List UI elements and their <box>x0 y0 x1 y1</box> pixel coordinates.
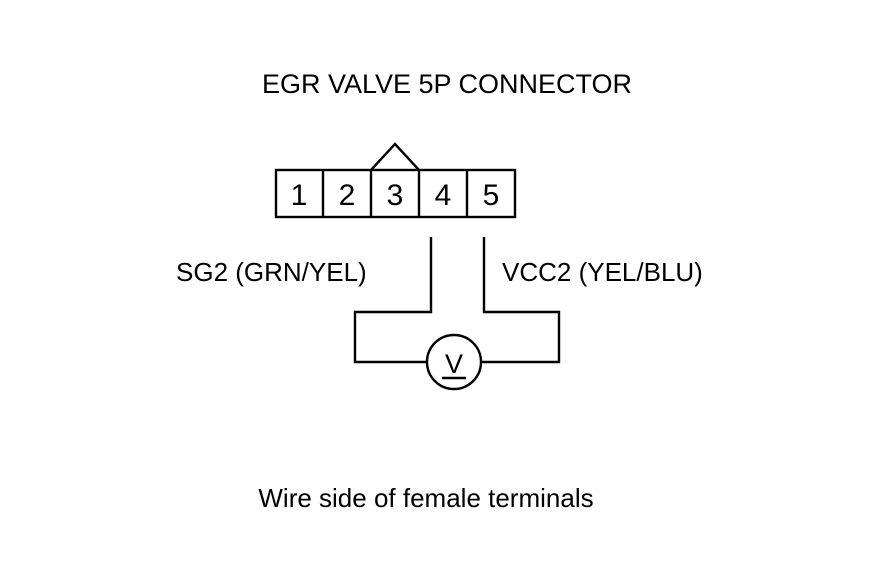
left-probe-wire <box>353 237 433 364</box>
diagram-caption: Wire side of female terminals <box>258 483 593 513</box>
pin-3-label: 3 <box>387 179 404 212</box>
connector-housing: 1 2 3 4 5 <box>274 142 517 219</box>
diagram-title: EGR VALVE 5P CONNECTOR <box>262 69 632 99</box>
left-wire-label: SG2 (GRN/YEL) <box>176 257 367 287</box>
right-wire-label: VCC2 (YEL/BLU) <box>502 257 703 287</box>
connector-lock-tab <box>370 142 420 171</box>
pin-1-label: 1 <box>291 179 308 212</box>
right-probe-wire <box>482 237 561 364</box>
connector-outline <box>274 168 517 219</box>
pin-5-label: 5 <box>483 179 500 212</box>
pin-4-label: 4 <box>435 179 452 212</box>
voltmeter-icon: V <box>425 333 483 391</box>
voltmeter-symbol: V <box>445 349 463 379</box>
pin-2-label: 2 <box>339 179 356 212</box>
